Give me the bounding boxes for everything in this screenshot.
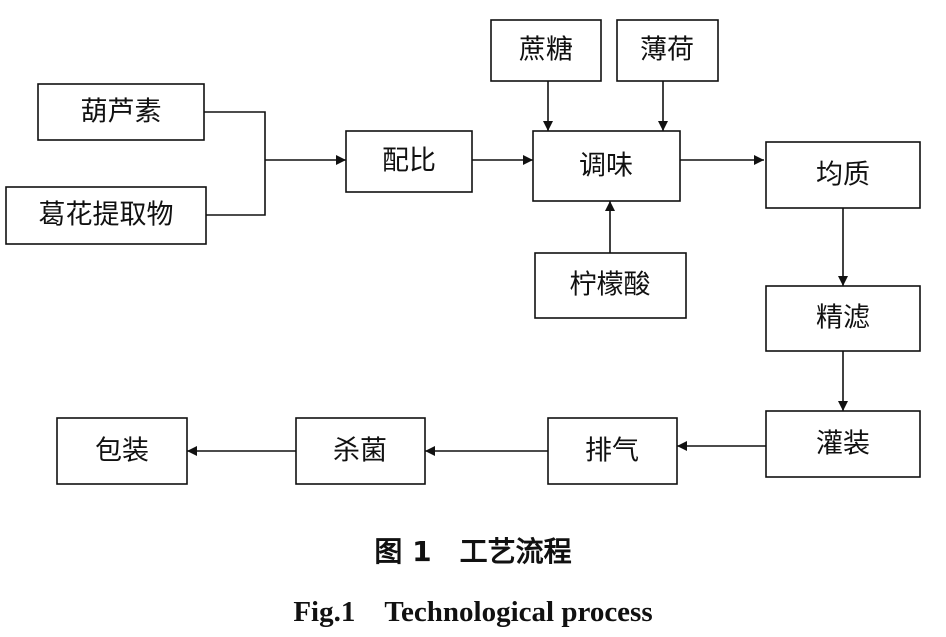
node-label: 薄荷 xyxy=(640,35,694,66)
node-box xyxy=(56,417,188,485)
node-label: 葫芦素 xyxy=(81,97,162,128)
node-label: 蔗糖 xyxy=(519,35,573,66)
node-label: 柠檬酸 xyxy=(570,270,651,301)
node-label: 灌装 xyxy=(816,429,870,460)
node-shajun: 杀菌 xyxy=(295,417,426,485)
node-box xyxy=(534,252,687,319)
node-label: 排气 xyxy=(585,436,639,467)
node-box xyxy=(532,130,681,202)
node-box xyxy=(547,417,678,485)
node-hulusu: 葫芦素 xyxy=(37,83,205,141)
node-gehua-extract: 葛花提取物 xyxy=(5,186,207,245)
connector-hulusu-merge xyxy=(204,111,266,160)
node-label: 包装 xyxy=(95,436,149,467)
node-box xyxy=(5,186,207,245)
node-box xyxy=(765,410,921,478)
node-junzhi: 均质 xyxy=(765,141,921,209)
node-box xyxy=(345,130,473,193)
node-baozhuang: 包装 xyxy=(56,417,188,485)
node-ningmengsuan: 柠檬酸 xyxy=(534,252,687,319)
node-zhetang: 蔗糖 xyxy=(490,19,602,82)
process-flowchart: 葫芦素 葛花提取物 配比 蔗糖 薄荷 调味 柠檬酸 均质 精滤 灌装 排气 xyxy=(5,19,921,485)
figure-caption-english: Fig.1 Technological process xyxy=(293,596,653,628)
node-label: 调味 xyxy=(579,151,633,182)
node-box xyxy=(295,417,426,485)
node-bohe: 薄荷 xyxy=(616,19,719,82)
figure-caption-chinese: 图 1 工艺流程 xyxy=(374,535,572,568)
connectors xyxy=(187,81,848,456)
node-box xyxy=(490,19,602,82)
node-label: 杀菌 xyxy=(333,436,387,467)
node-label: 配比 xyxy=(382,146,436,177)
node-label: 精滤 xyxy=(816,303,870,334)
connector-gehua-merge xyxy=(206,160,266,216)
node-box xyxy=(616,19,719,82)
node-guanzhuang: 灌装 xyxy=(765,410,921,478)
node-box xyxy=(765,285,921,352)
node-paiqi: 排气 xyxy=(547,417,678,485)
node-jinglv: 精滤 xyxy=(765,285,921,352)
node-label: 均质 xyxy=(816,160,870,191)
node-peibi: 配比 xyxy=(345,130,473,193)
node-tiaowei: 调味 xyxy=(532,130,681,202)
node-box xyxy=(765,141,921,209)
node-box xyxy=(37,83,205,141)
node-label: 葛花提取物 xyxy=(39,200,174,231)
